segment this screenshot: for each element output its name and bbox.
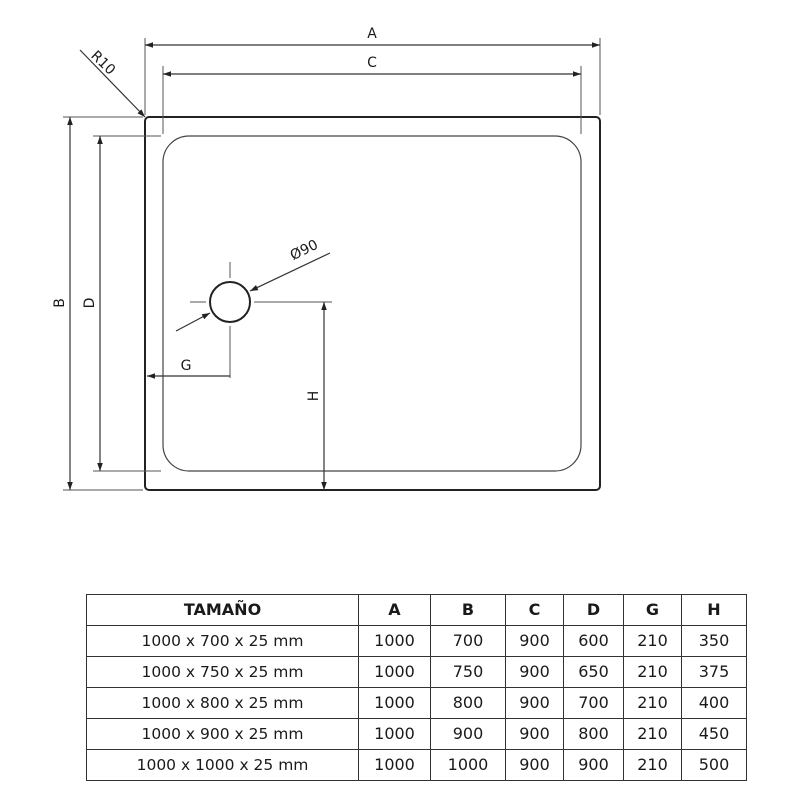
cell-b: 1000 <box>430 749 506 781</box>
cell-c: 900 <box>505 656 564 688</box>
cell-g: 210 <box>623 749 682 781</box>
cell-size: 1000 x 750 x 25 mm <box>86 656 359 688</box>
table-header-row: TAMAÑO A B C D G H <box>86 594 747 626</box>
cell-h: 350 <box>681 625 747 657</box>
radius-leader-line <box>79 49 146 118</box>
cell-a: 1000 <box>358 718 431 750</box>
diameter-leader-line <box>175 312 211 332</box>
header-a: A <box>358 594 431 626</box>
cell-b: 900 <box>430 718 506 750</box>
cell-size: 1000 x 700 x 25 mm <box>86 625 359 657</box>
cell-g: 210 <box>623 718 682 750</box>
tray-inner-basin <box>162 135 582 472</box>
cell-d: 900 <box>563 749 624 781</box>
size-table: TAMAÑO A B C D G H 1000 x 700 x 25 mm 10… <box>86 594 747 781</box>
table-row: 1000 x 700 x 25 mm 1000 700 900 600 210 … <box>86 625 747 657</box>
cell-a: 1000 <box>358 625 431 657</box>
cell-size: 1000 x 800 x 25 mm <box>86 687 359 719</box>
cell-g: 210 <box>623 687 682 719</box>
table-row: 1000 x 900 x 25 mm 1000 900 900 800 210 … <box>86 718 747 750</box>
cell-h: 375 <box>681 656 747 688</box>
header-c: C <box>505 594 564 626</box>
header-h: H <box>681 594 747 626</box>
cell-d: 800 <box>563 718 624 750</box>
extension-lines <box>63 38 601 491</box>
header-size: TAMAÑO <box>86 594 359 626</box>
dimension-b-label: B <box>52 298 68 308</box>
table-row: 1000 x 800 x 25 mm 1000 800 900 700 210 … <box>86 687 747 719</box>
cell-b: 800 <box>430 687 506 719</box>
cell-size: 1000 x 1000 x 25 mm <box>86 749 359 781</box>
cell-b: 750 <box>430 656 506 688</box>
cell-c: 900 <box>505 625 564 657</box>
shower-tray-technical-drawing: A C B D R10 Ø90 G H <box>52 26 601 491</box>
cell-a: 1000 <box>358 749 431 781</box>
header-d: D <box>563 594 624 626</box>
drain-icon <box>190 262 262 378</box>
header-g: G <box>623 594 682 626</box>
cell-a: 1000 <box>358 687 431 719</box>
tray-outer-outline <box>144 116 601 491</box>
table-row: 1000 x 750 x 25 mm 1000 750 900 650 210 … <box>86 656 747 688</box>
table-row: 1000 x 1000 x 25 mm 1000 1000 900 900 21… <box>86 749 747 781</box>
cell-d: 600 <box>563 625 624 657</box>
cell-g: 210 <box>623 656 682 688</box>
cell-d: 700 <box>563 687 624 719</box>
dimension-a-label: A <box>367 26 377 42</box>
diameter-leader-line-upper <box>249 252 331 292</box>
cell-c: 900 <box>505 718 564 750</box>
dimension-h-label: H <box>306 391 322 402</box>
cell-c: 900 <box>505 749 564 781</box>
dimension-d-label: D <box>82 298 98 309</box>
cell-b: 700 <box>430 625 506 657</box>
radius-label: R10 <box>87 48 118 79</box>
cell-a: 1000 <box>358 656 431 688</box>
cell-d: 650 <box>563 656 624 688</box>
header-b: B <box>430 594 506 626</box>
cell-g: 210 <box>623 625 682 657</box>
cell-c: 900 <box>505 687 564 719</box>
dimension-c-label: C <box>367 55 377 71</box>
cell-h: 400 <box>681 687 747 719</box>
dimension-g-label: G <box>181 358 192 374</box>
cell-size: 1000 x 900 x 25 mm <box>86 718 359 750</box>
cell-h: 500 <box>681 749 747 781</box>
cell-h: 450 <box>681 718 747 750</box>
